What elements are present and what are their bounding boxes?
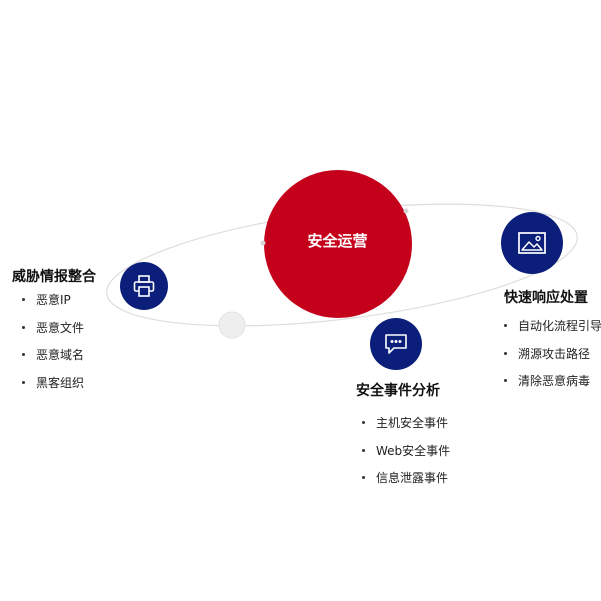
rapid-response-list: 自动化流程引导 溯源攻击路径 清除恶意病毒 xyxy=(504,318,601,401)
list-item: 恶意文件 xyxy=(22,320,84,348)
image-icon xyxy=(518,232,546,254)
list-item: Web安全事件 xyxy=(362,443,450,471)
list-item: 主机安全事件 xyxy=(362,415,450,443)
list-item: 清除恶意病毒 xyxy=(504,373,601,401)
rapid-response-node xyxy=(501,212,563,274)
list-item: 黑客组织 xyxy=(22,375,84,403)
rapid-response-title: 快速响应处置 xyxy=(504,290,588,306)
list-item: 溯源攻击路径 xyxy=(504,346,601,374)
orbit-dot-small-right xyxy=(403,208,409,214)
orbit-dot-small-left xyxy=(260,240,266,246)
center-label: 安全运营 xyxy=(307,232,368,250)
incident-analysis-title: 安全事件分析 xyxy=(356,383,440,399)
threat-intel-list: 恶意IP 恶意文件 恶意域名 黑客组织 xyxy=(22,292,84,402)
threat-intel-title: 威胁情报整合 xyxy=(12,269,96,285)
list-item: 恶意域名 xyxy=(22,347,84,375)
incident-analysis-list: 主机安全事件 Web安全事件 信息泄露事件 xyxy=(362,415,450,498)
chat-bubble-icon xyxy=(385,334,407,354)
center-circle xyxy=(264,170,412,318)
printer-icon xyxy=(133,275,155,297)
incident-analysis-node xyxy=(370,318,422,370)
orbit-dot-grey xyxy=(218,311,246,339)
list-item: 信息泄露事件 xyxy=(362,470,450,498)
list-item: 自动化流程引导 xyxy=(504,318,601,346)
threat-intel-node xyxy=(120,262,168,310)
list-item: 恶意IP xyxy=(22,292,84,320)
